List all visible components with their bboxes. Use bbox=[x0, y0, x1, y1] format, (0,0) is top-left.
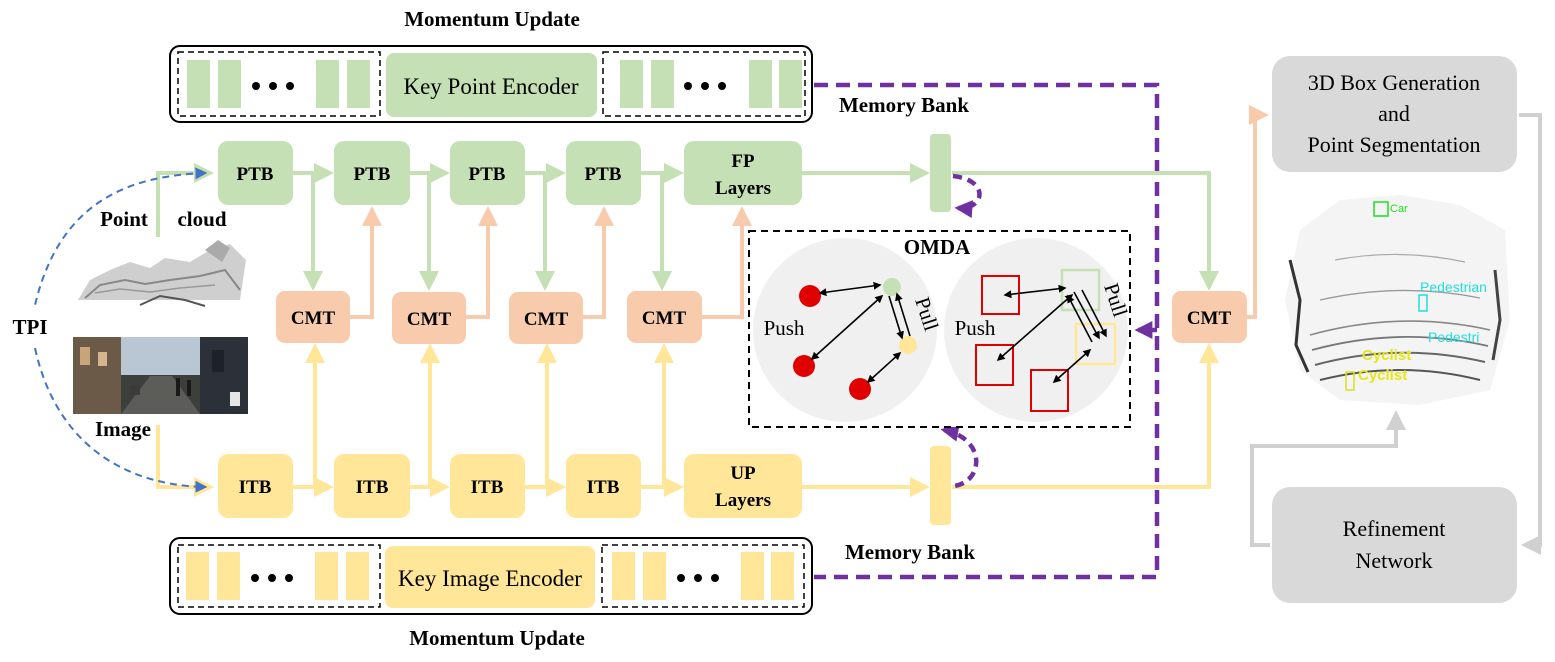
cmt-block-2: CMT bbox=[392, 292, 466, 344]
detection-label-pedestrian: Pedestrian bbox=[1420, 279, 1487, 295]
point-memory-loop bbox=[952, 173, 982, 219]
bottom-right-queue bbox=[601, 544, 805, 608]
image-memory-loop bbox=[940, 423, 979, 489]
omda-left-panel: Push Pull bbox=[753, 238, 944, 422]
bottom-left-queue-bars bbox=[186, 552, 369, 600]
cmt-block-4: CMT bbox=[627, 291, 702, 343]
cmt-label: CMT bbox=[407, 309, 452, 330]
cmt-label: CMT bbox=[642, 308, 687, 329]
positive-box-yellow bbox=[1074, 322, 1117, 366]
box-generation-line-2: and bbox=[1378, 101, 1410, 126]
point-cloud-label-cloud: cloud bbox=[177, 207, 226, 231]
ptb-label: PTB bbox=[585, 164, 622, 185]
detection-label-car: Car bbox=[1390, 203, 1408, 215]
ptb-block-4: PTB bbox=[566, 141, 641, 205]
negative-box bbox=[975, 344, 1014, 386]
refinement-network-block bbox=[1272, 487, 1517, 603]
box-generation-line-1: 3D Box Generation bbox=[1308, 70, 1480, 95]
cmt-label: CMT bbox=[291, 308, 336, 329]
cmt-output-arrows bbox=[350, 105, 1269, 319]
fp-layers-line-1: FP bbox=[731, 151, 755, 172]
negative-point bbox=[849, 378, 871, 400]
point-stream-arrows bbox=[293, 163, 1219, 291]
final-cmt-block: CMT bbox=[1172, 291, 1247, 343]
cmt-block-1: CMT bbox=[276, 291, 350, 343]
up-layers-line-1: UP bbox=[730, 463, 756, 484]
itb-label: ITB bbox=[239, 477, 272, 498]
top-memory-bank-label: Memory Bank bbox=[839, 93, 969, 117]
itb-block-3: ITB bbox=[450, 454, 525, 518]
ptb-block-2: PTB bbox=[334, 141, 410, 205]
ptb-label: PTB bbox=[469, 164, 506, 185]
refinement-line-2: Network bbox=[1356, 548, 1433, 573]
positive-point-green bbox=[883, 278, 901, 296]
refinement-line-1: Refinement bbox=[1343, 516, 1446, 541]
box-generation-block bbox=[1272, 56, 1517, 172]
itb-label: ITB bbox=[471, 477, 504, 498]
itb-block-2: ITB bbox=[334, 454, 410, 518]
street-image-thumbnail bbox=[73, 337, 248, 414]
right-push-label: Push bbox=[955, 316, 996, 340]
negative-box bbox=[1030, 369, 1069, 412]
up-layers-line-2: Layers bbox=[715, 490, 771, 511]
image-label: Image bbox=[95, 417, 151, 441]
bottom-right-queue-bars bbox=[612, 552, 794, 600]
image-stream-arrows bbox=[156, 343, 1219, 497]
point-memory-slot bbox=[930, 134, 951, 212]
itb-block-1: ITB bbox=[218, 454, 293, 518]
ptb-label: PTB bbox=[237, 164, 274, 185]
negative-point bbox=[799, 285, 821, 307]
ptb-label: PTB bbox=[354, 164, 391, 185]
gray-flow-arrows bbox=[1250, 113, 1542, 555]
top-right-queue bbox=[602, 51, 806, 117]
key-point-encoder bbox=[386, 53, 597, 117]
point-cloud-thumbnail bbox=[72, 237, 248, 310]
detection-label-cyclist-2: Cyclist bbox=[1358, 367, 1407, 384]
key-point-encoder-label: Key Point Encoder bbox=[403, 74, 578, 99]
positive-point-yellow bbox=[899, 336, 917, 354]
bottom-momentum-title: Momentum Update bbox=[409, 626, 585, 650]
left-push-label: Push bbox=[764, 316, 805, 340]
cmt-label: CMT bbox=[524, 309, 569, 330]
tpi-arrow-to-point bbox=[34, 167, 208, 306]
top-left-queue-bars bbox=[187, 60, 370, 108]
detection-label-cyclist: Cyclist bbox=[1362, 347, 1411, 364]
tpi-arrow-to-image bbox=[34, 347, 208, 493]
itb-label: ITB bbox=[356, 477, 389, 498]
tpi-label: TPI bbox=[12, 315, 47, 339]
bottom-left-queue bbox=[177, 544, 381, 608]
ptb-block-3: PTB bbox=[450, 141, 525, 205]
point-cloud-label-point: Point bbox=[100, 207, 148, 231]
top-momentum-title: Momentum Update bbox=[404, 7, 580, 31]
fp-layers-line-2: Layers bbox=[715, 178, 771, 199]
key-image-encoder-label: Key Image Encoder bbox=[398, 566, 582, 591]
cmt-block-3: CMT bbox=[509, 292, 583, 344]
ptb-block-1: PTB bbox=[218, 141, 293, 205]
key-image-encoder bbox=[385, 546, 595, 608]
itb-label: ITB bbox=[587, 477, 620, 498]
final-cmt-label: CMT bbox=[1187, 308, 1232, 329]
detection-label-pedestrian-2: Pedestri bbox=[1428, 329, 1479, 345]
image-memory-slot bbox=[930, 446, 951, 525]
fp-layers-block: FP Layers bbox=[684, 141, 802, 205]
box-generation-line-3: Point Segmentation bbox=[1308, 132, 1481, 157]
bottom-memory-bank-label: Memory Bank bbox=[845, 540, 975, 564]
omda-title: OMDA bbox=[904, 235, 971, 259]
negative-point bbox=[793, 355, 815, 377]
segmentation-result-thumbnail bbox=[1285, 195, 1510, 405]
up-layers-block: UP Layers bbox=[684, 454, 802, 518]
itb-block-4: ITB bbox=[566, 454, 641, 518]
top-right-queue-bars bbox=[620, 60, 802, 108]
bottom-momentum-container bbox=[169, 537, 813, 615]
top-momentum-container bbox=[169, 45, 813, 123]
top-left-queue bbox=[177, 51, 381, 117]
